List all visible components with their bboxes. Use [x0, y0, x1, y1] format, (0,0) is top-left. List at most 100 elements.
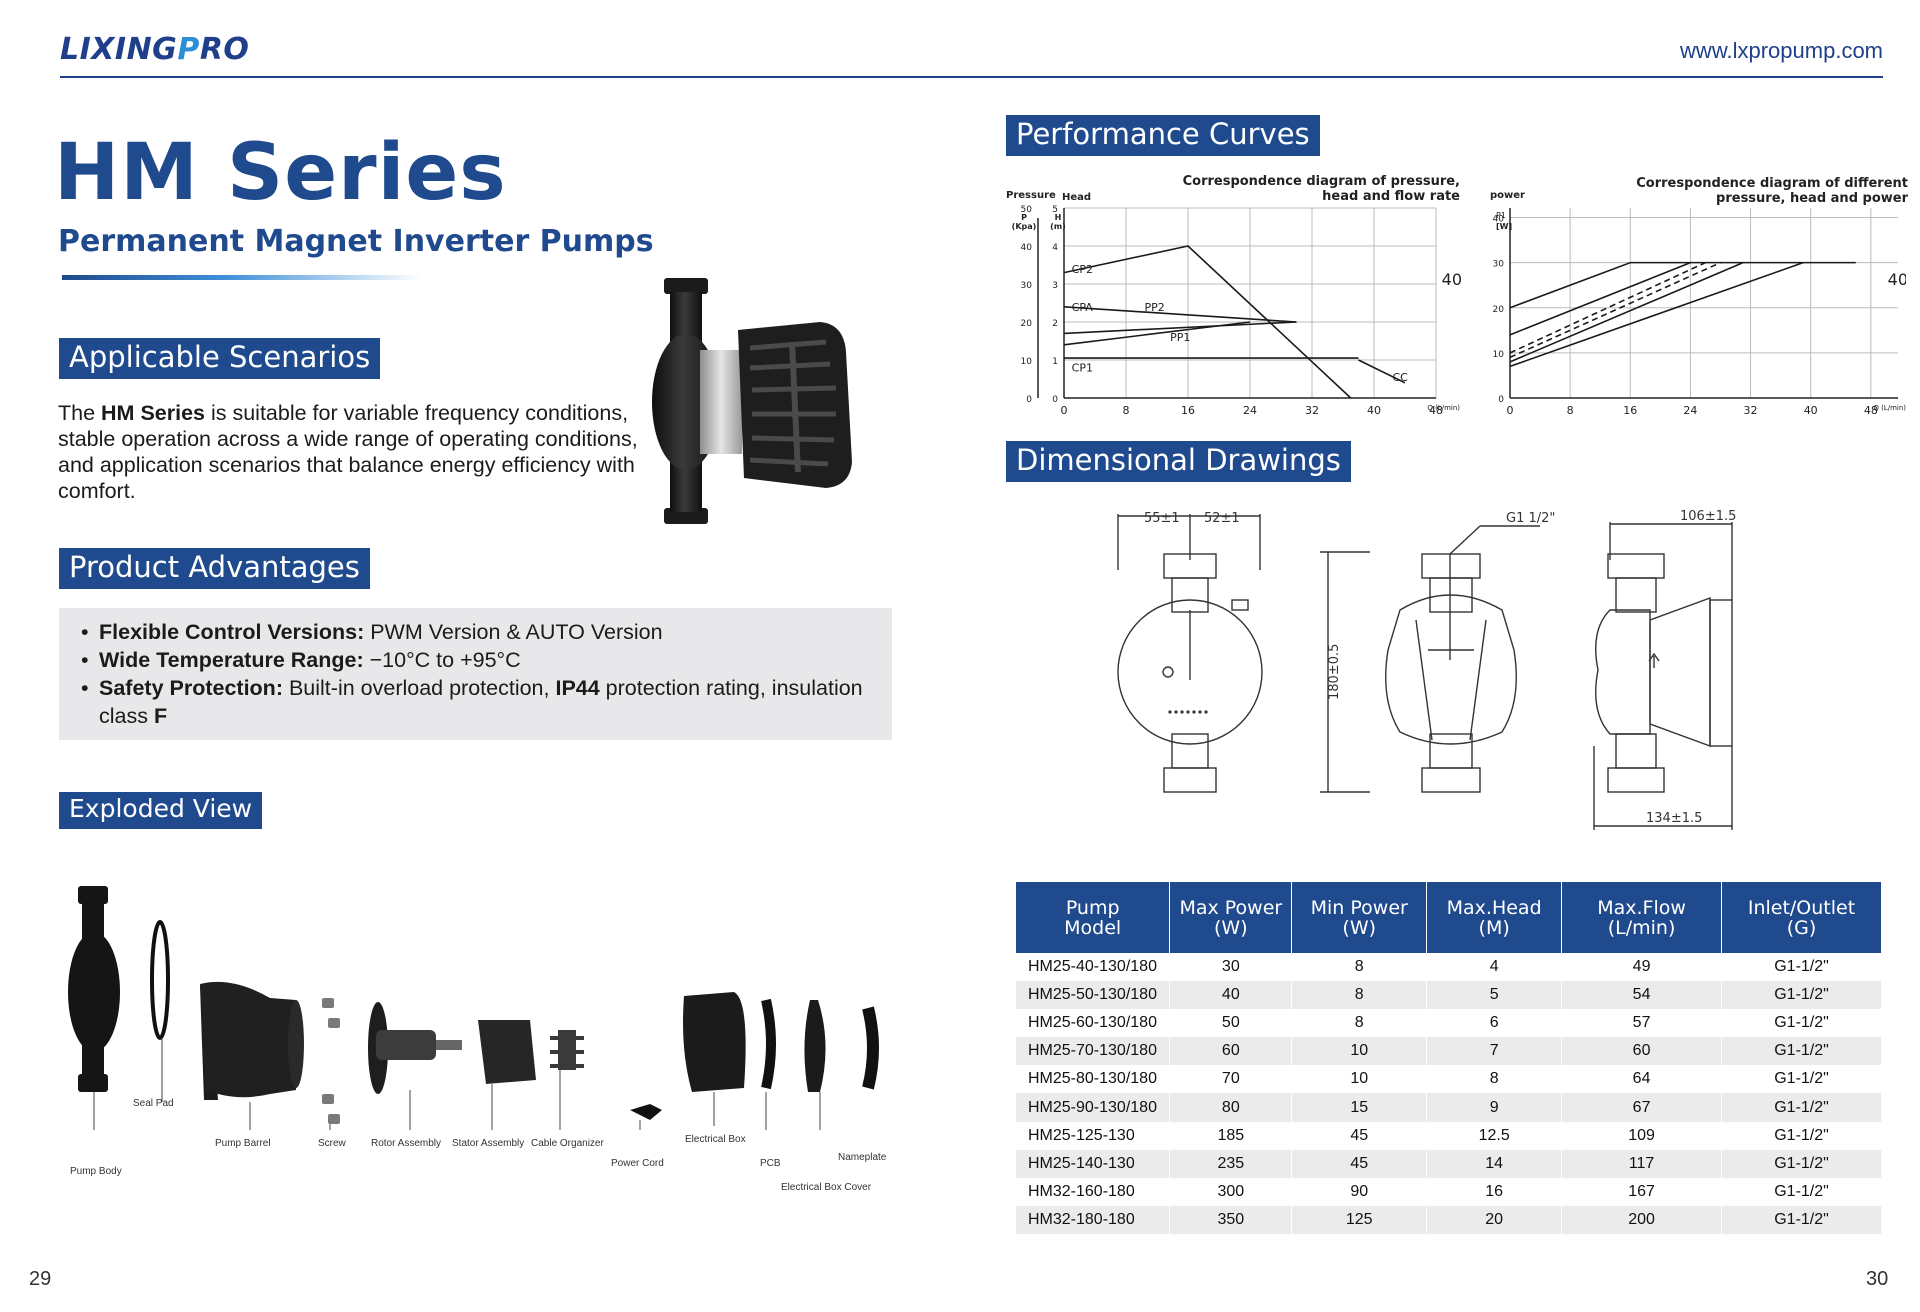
table-cell: HM32-160-180 [1016, 1177, 1171, 1206]
x-tick-label: 8 [1123, 404, 1130, 417]
table-cell: 16 [1426, 1177, 1563, 1206]
table-cell: G1-1/2" [1721, 1009, 1882, 1038]
series-line-cc [1358, 359, 1406, 384]
brand-logo: LIXINGPRO [60, 32, 249, 67]
x-tick-label: 32 [1305, 404, 1319, 417]
y-tick-label: 0 [1052, 395, 1058, 405]
curve-label: PP1 [1170, 331, 1190, 344]
table-cell: 45 [1291, 1121, 1428, 1150]
section-heading-curves: Performance Curves [1006, 115, 1320, 157]
power-series-line [1509, 261, 1744, 363]
section-heading-exploded: Exploded View [59, 792, 263, 829]
pressure-tick-label: 50 [1021, 205, 1033, 215]
table-cell: 60 [1561, 1037, 1723, 1066]
x-tick-label: 24 [1683, 404, 1697, 417]
table-cell: 125 [1291, 1205, 1428, 1234]
table-cell: 235 [1169, 1149, 1293, 1178]
x-tick-label: 24 [1243, 404, 1257, 417]
head-unit: H [1055, 213, 1062, 222]
x-tick-label: 16 [1181, 404, 1195, 417]
table-cell: G1-1/2" [1721, 953, 1882, 982]
page-number-right: 30 [1866, 1268, 1889, 1290]
curve-label: CPA [1072, 301, 1094, 314]
x-tick-label: 40 [1367, 404, 1381, 417]
table-cell: 70 [1169, 1065, 1293, 1094]
section-heading-scenarios: Applicable Scenarios [59, 338, 381, 380]
table-cell: 8 [1291, 981, 1428, 1010]
pressure-tick-label: 40 [1021, 243, 1033, 253]
section-heading-advantages: Product Advantages [59, 548, 370, 590]
website-url[interactable]: www.lxpropump.com [1680, 38, 1883, 63]
dim-label: 52±1 [1204, 511, 1240, 526]
series-line-cpa [1063, 306, 1297, 323]
table-cell: HM25-80-130/180 [1016, 1065, 1171, 1094]
advantage-item: Flexible Control Versions: PWM Version &… [81, 618, 881, 646]
dim-label: 106±1.5 [1680, 509, 1736, 524]
curve-label: CP2 [1072, 263, 1093, 276]
table-cell: HM25-70-130/180 [1016, 1037, 1171, 1066]
table-cell: 6 [1426, 1009, 1563, 1038]
table-cell: 90 [1291, 1177, 1428, 1206]
advantage-item: Safety Protection: Built-in overload pro… [81, 674, 881, 730]
advantage-item: Wide Temperature Range: −10°C to +95°C [81, 646, 881, 674]
y-tick-label: 2 [1052, 319, 1058, 329]
table-cell: 40 [1169, 981, 1293, 1010]
power-axis-label: power [1490, 190, 1525, 201]
table-cell: HM32-180-180 [1016, 1205, 1171, 1234]
table-cell: G1-1/2" [1721, 1149, 1882, 1178]
page-number-left: 29 [29, 1268, 52, 1290]
table-cell: 67 [1561, 1093, 1723, 1122]
table-cell: 14 [1426, 1149, 1563, 1178]
table-cell: 45 [1291, 1149, 1428, 1178]
pump-product-image [652, 278, 852, 524]
corner-value: 40 [1442, 270, 1462, 289]
table-cell: 10 [1291, 1065, 1428, 1094]
col-header: Max Power(W) [1169, 882, 1293, 953]
pressure-tick-label: 30 [1021, 281, 1033, 291]
table-cell: 50 [1169, 1009, 1293, 1038]
part-label: Seal Pad [133, 1098, 174, 1109]
table-cell: 54 [1561, 981, 1723, 1010]
x-tick-label: 16 [1623, 404, 1637, 417]
table-cell: 8 [1426, 1065, 1563, 1094]
table-cell: G1-1/2" [1721, 1037, 1882, 1066]
part-label: Rotor Assembly [371, 1138, 442, 1149]
x-tick-label: 40 [1804, 404, 1818, 417]
x-tick-label: 48 [1864, 404, 1878, 417]
power-unit: [W] [1496, 222, 1512, 231]
series-line-cp2 [1063, 245, 1352, 399]
table-cell: 109 [1561, 1121, 1723, 1150]
logo-text-end: RO [199, 32, 250, 67]
table-cell: HM25-50-130/180 [1016, 981, 1171, 1010]
power-series-line [1509, 261, 1804, 368]
part-label: Stator Assembly [452, 1138, 525, 1149]
table-cell: HM25-40-130/180 [1016, 953, 1171, 982]
table-cell: 200 [1561, 1205, 1723, 1234]
table-cell: 80 [1169, 1093, 1293, 1122]
table-cell: 10 [1291, 1037, 1428, 1066]
table-cell: G1-1/2" [1721, 1121, 1882, 1150]
logo-accent: P [177, 32, 200, 67]
table-cell: 167 [1561, 1177, 1723, 1206]
table-cell: 5 [1426, 981, 1563, 1010]
y-tick-label: 10 [1493, 350, 1505, 360]
table-cell: HM25-125-130 [1016, 1121, 1171, 1150]
x-tick-label: 0 [1061, 404, 1068, 417]
y-tick-label: 1 [1052, 357, 1058, 367]
y-tick-label: 5 [1052, 205, 1058, 215]
part-label: Electrical Box [685, 1134, 746, 1145]
table-cell: 117 [1561, 1149, 1723, 1178]
pressure-tick-label: 0 [1026, 395, 1032, 405]
pressure-tick-label: 10 [1021, 357, 1033, 367]
power-series-line [1509, 261, 1691, 336]
y-tick-label: 20 [1493, 305, 1505, 315]
x-tick-label: 48 [1429, 404, 1443, 417]
part-label: PCB [760, 1158, 781, 1169]
